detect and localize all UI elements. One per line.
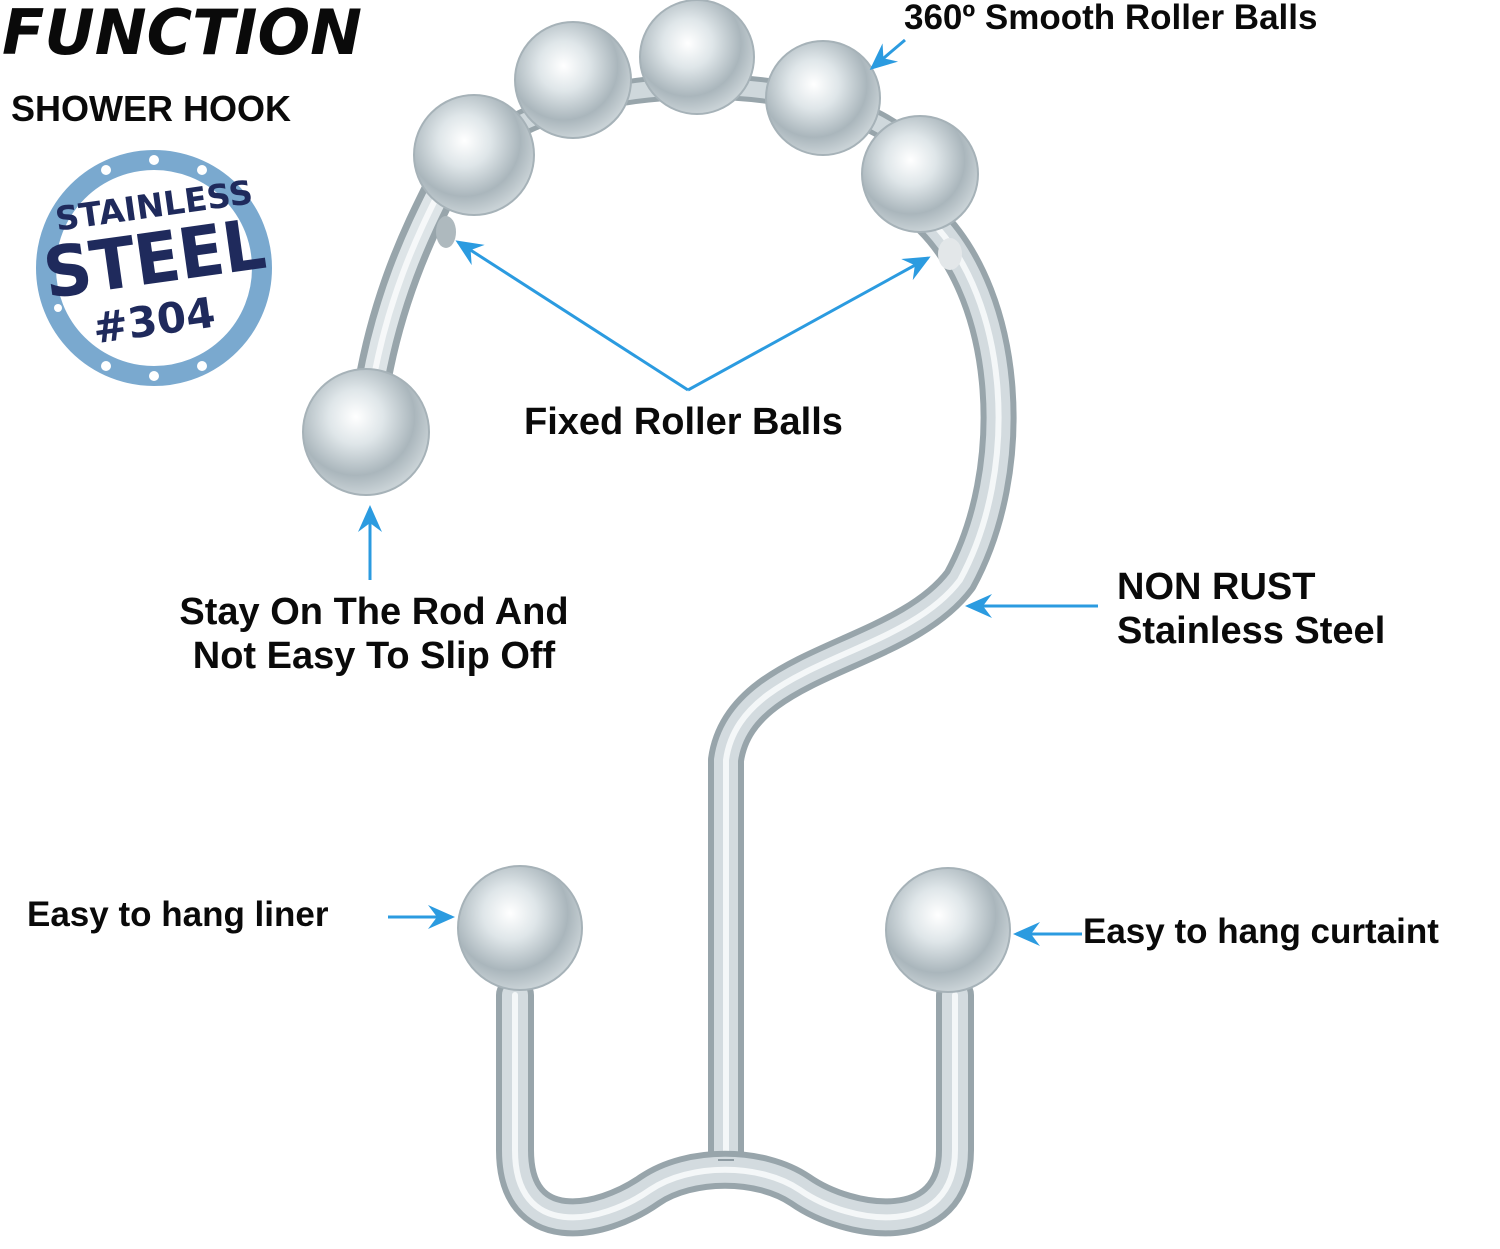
label-stay-on-rod-line1: Stay On The Rod And xyxy=(179,591,569,633)
arrow-fixed-left xyxy=(455,240,689,392)
badge-ring-icon xyxy=(36,150,272,386)
roller-balls xyxy=(413,0,979,233)
arrow-fixed-right xyxy=(687,256,931,392)
title-function: FUNCTION xyxy=(2,0,363,69)
fixed-stopper-right xyxy=(938,238,962,270)
label-hang-liner: Easy to hang liner xyxy=(27,895,329,934)
callout-arrows xyxy=(358,38,1098,946)
label-fixed-roller-balls: Fixed Roller Balls xyxy=(524,401,843,443)
curtain-hook-ball xyxy=(885,867,1011,993)
label-smooth-roller-balls: 360º Smooth Roller Balls xyxy=(904,0,1318,37)
end-ball xyxy=(302,368,430,496)
arrow-smooth-roller xyxy=(869,38,906,70)
stainless-steel-badge: STAINLESS STEEL #304 xyxy=(34,148,274,388)
label-stay-on-rod-line2: Not Easy To Slip Off xyxy=(192,635,556,677)
liner-hook-ball xyxy=(457,865,583,991)
label-non-rust-line2: Stainless Steel xyxy=(1117,610,1386,652)
label-stay-on-rod: Stay On The Rod And Not Easy To Slip Off xyxy=(163,590,585,678)
label-non-rust: NON RUST Stainless Steel xyxy=(1117,565,1385,653)
label-hang-curtain: Easy to hang curtaint xyxy=(1083,912,1439,951)
label-non-rust-line1: NON RUST xyxy=(1117,566,1316,608)
subtitle-shower-hook: SHOWER HOOK xyxy=(11,88,292,129)
fixed-stopper-left xyxy=(436,216,456,248)
